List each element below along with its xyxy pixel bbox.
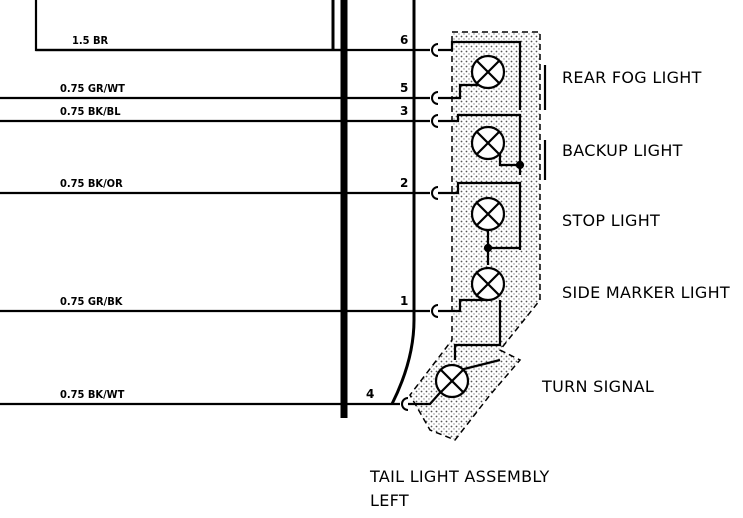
pin-label-4: 4 — [366, 387, 374, 401]
wire-label-w2: 0.75 BK/OR — [60, 177, 123, 190]
label-side-marker-light: SIDE MARKER LIGHT — [562, 283, 730, 302]
pin-label-2: 2 — [400, 176, 408, 190]
wire-label-w1: 0.75 GR/BK — [60, 295, 123, 308]
assembly-title-line2: LEFT — [370, 491, 409, 510]
label-turn-signal: TURN SIGNAL — [541, 377, 654, 396]
pin-label-5: 5 — [400, 81, 408, 95]
pin-label-1: 1 — [400, 294, 408, 308]
tail-light-housing — [409, 31, 541, 441]
wire-label-w3: 0.75 BK/BL — [60, 105, 121, 118]
label-backup-light: BACKUP LIGHT — [562, 141, 683, 160]
assembly-title-line1: TAIL LIGHT ASSEMBLY — [369, 467, 550, 486]
lamp-stop-icon — [470, 196, 506, 232]
lamp-side-marker-icon — [470, 266, 506, 302]
lamp-turn-signal-icon — [434, 363, 470, 399]
pin-label-3: 3 — [400, 104, 408, 118]
lamp-backup-icon — [470, 125, 506, 161]
connector-hooks — [401, 43, 439, 411]
pin-label-6: 6 — [400, 33, 408, 47]
label-rear-fog-light: REAR FOG LIGHT — [562, 68, 702, 87]
wire-label-w4: 0.75 BK/WT — [60, 388, 125, 401]
lamp-rear-fog-icon — [470, 54, 506, 90]
wire-label-w5: 0.75 GR/WT — [60, 82, 125, 95]
label-stop-light: STOP LIGHT — [562, 211, 660, 230]
harness-curve — [390, 0, 416, 405]
wire-label-w6: 1.5 BR — [72, 34, 109, 47]
